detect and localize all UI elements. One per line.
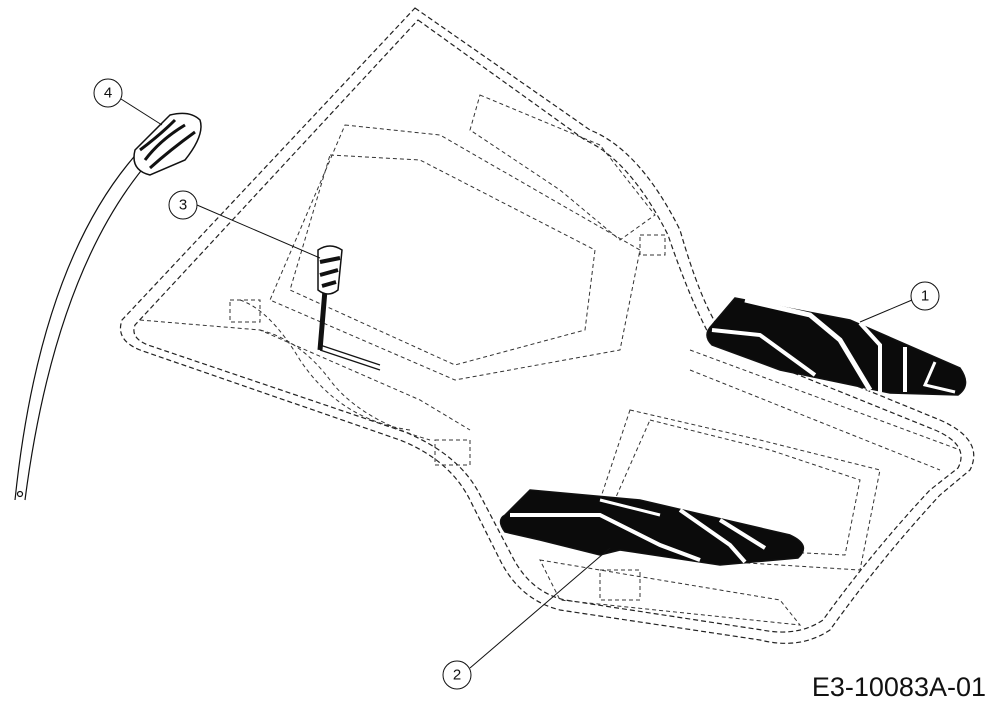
svg-text:2: 2 — [453, 667, 461, 684]
svg-text:4: 4 — [104, 85, 112, 102]
svg-text:3: 3 — [179, 197, 187, 214]
callout-2: 2 — [442, 547, 611, 690]
callout-4: 4 — [93, 78, 163, 126]
drawing-code: E3-10083A-01 — [811, 672, 986, 702]
footrest-mat-2 — [499, 489, 805, 566]
lever — [317, 245, 381, 371]
body-panel — [119, 7, 975, 644]
handle-rod — [14, 149, 151, 501]
footrest-mat-1 — [706, 297, 967, 396]
callout-1: 1 — [859, 281, 940, 323]
callout-3: 3 — [168, 190, 321, 259]
svg-text:1: 1 — [921, 288, 929, 305]
handle-grip — [133, 112, 202, 176]
